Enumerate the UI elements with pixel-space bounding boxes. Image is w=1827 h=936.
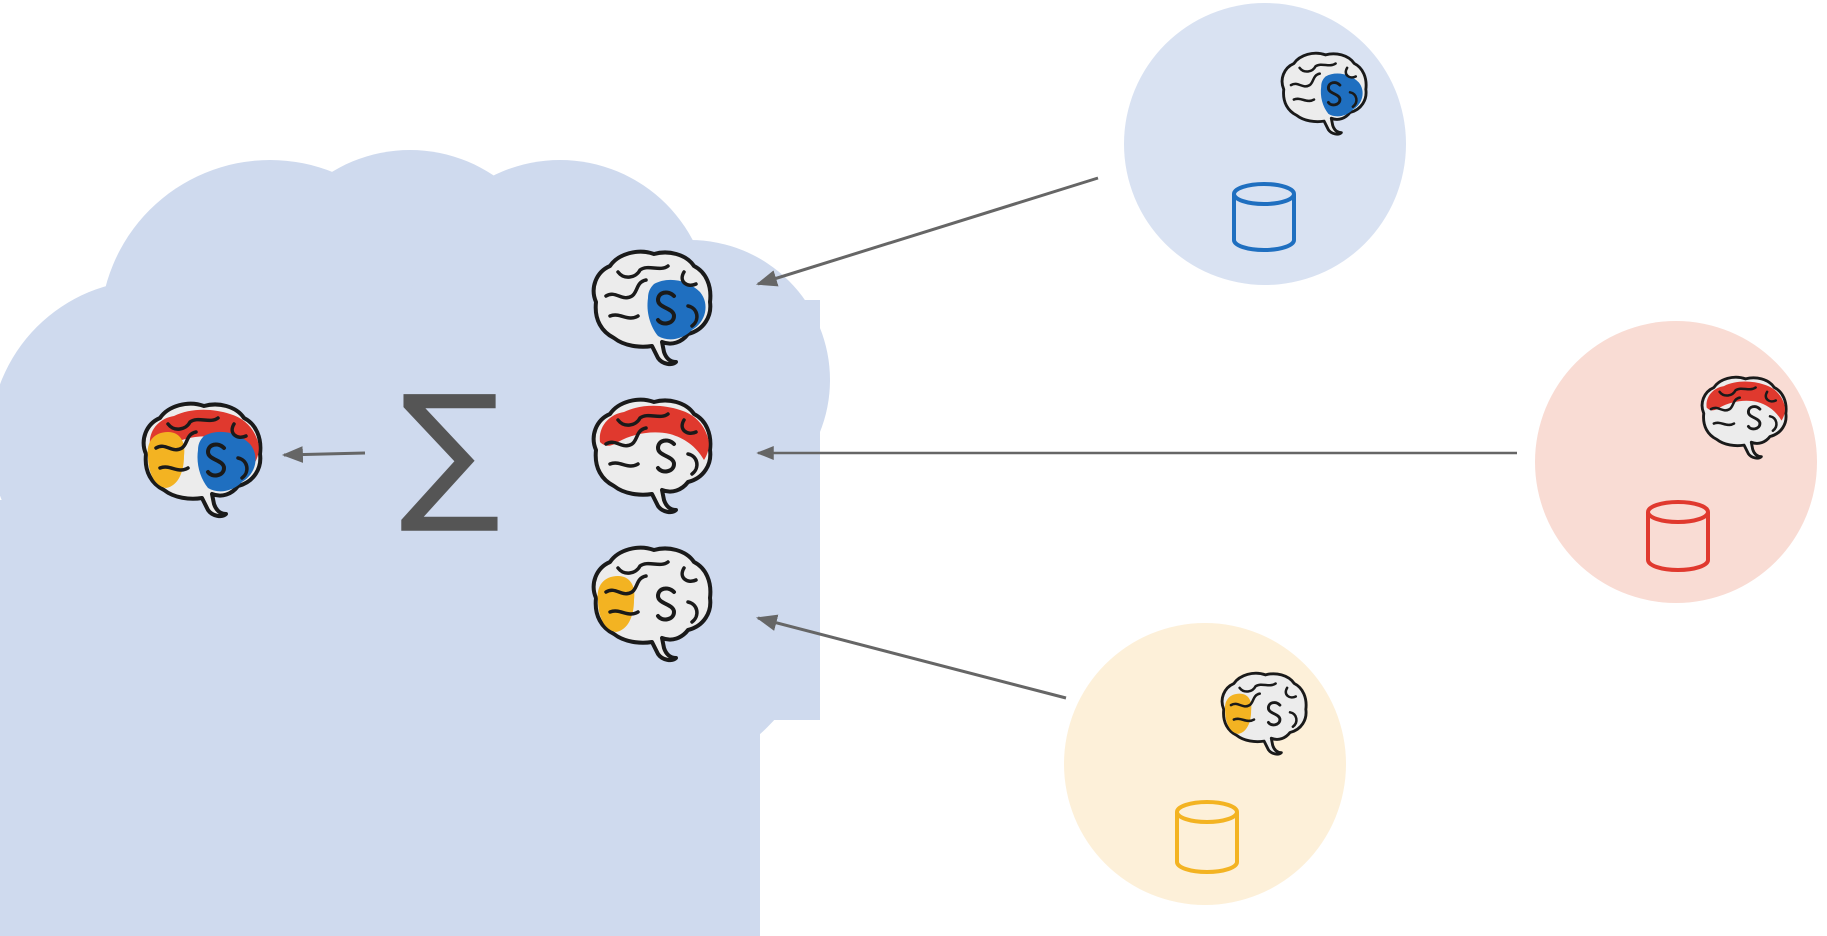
client-blue-database-icon — [1232, 182, 1296, 252]
client-red-database-icon — [1646, 500, 1710, 572]
client-yellow — [1064, 623, 1346, 905]
arrow-sigma-to-aggregate — [281, 446, 366, 463]
client-blue — [1124, 3, 1406, 285]
arrow-yellow-client-to-server — [755, 614, 1067, 700]
arrow-blue-client-to-server — [755, 176, 1099, 287]
client-red — [1535, 321, 1817, 603]
aggregation-sigma: ∑ — [399, 364, 500, 538]
server-cloud — [0, 150, 830, 936]
client-yellow-database-icon — [1175, 800, 1239, 874]
